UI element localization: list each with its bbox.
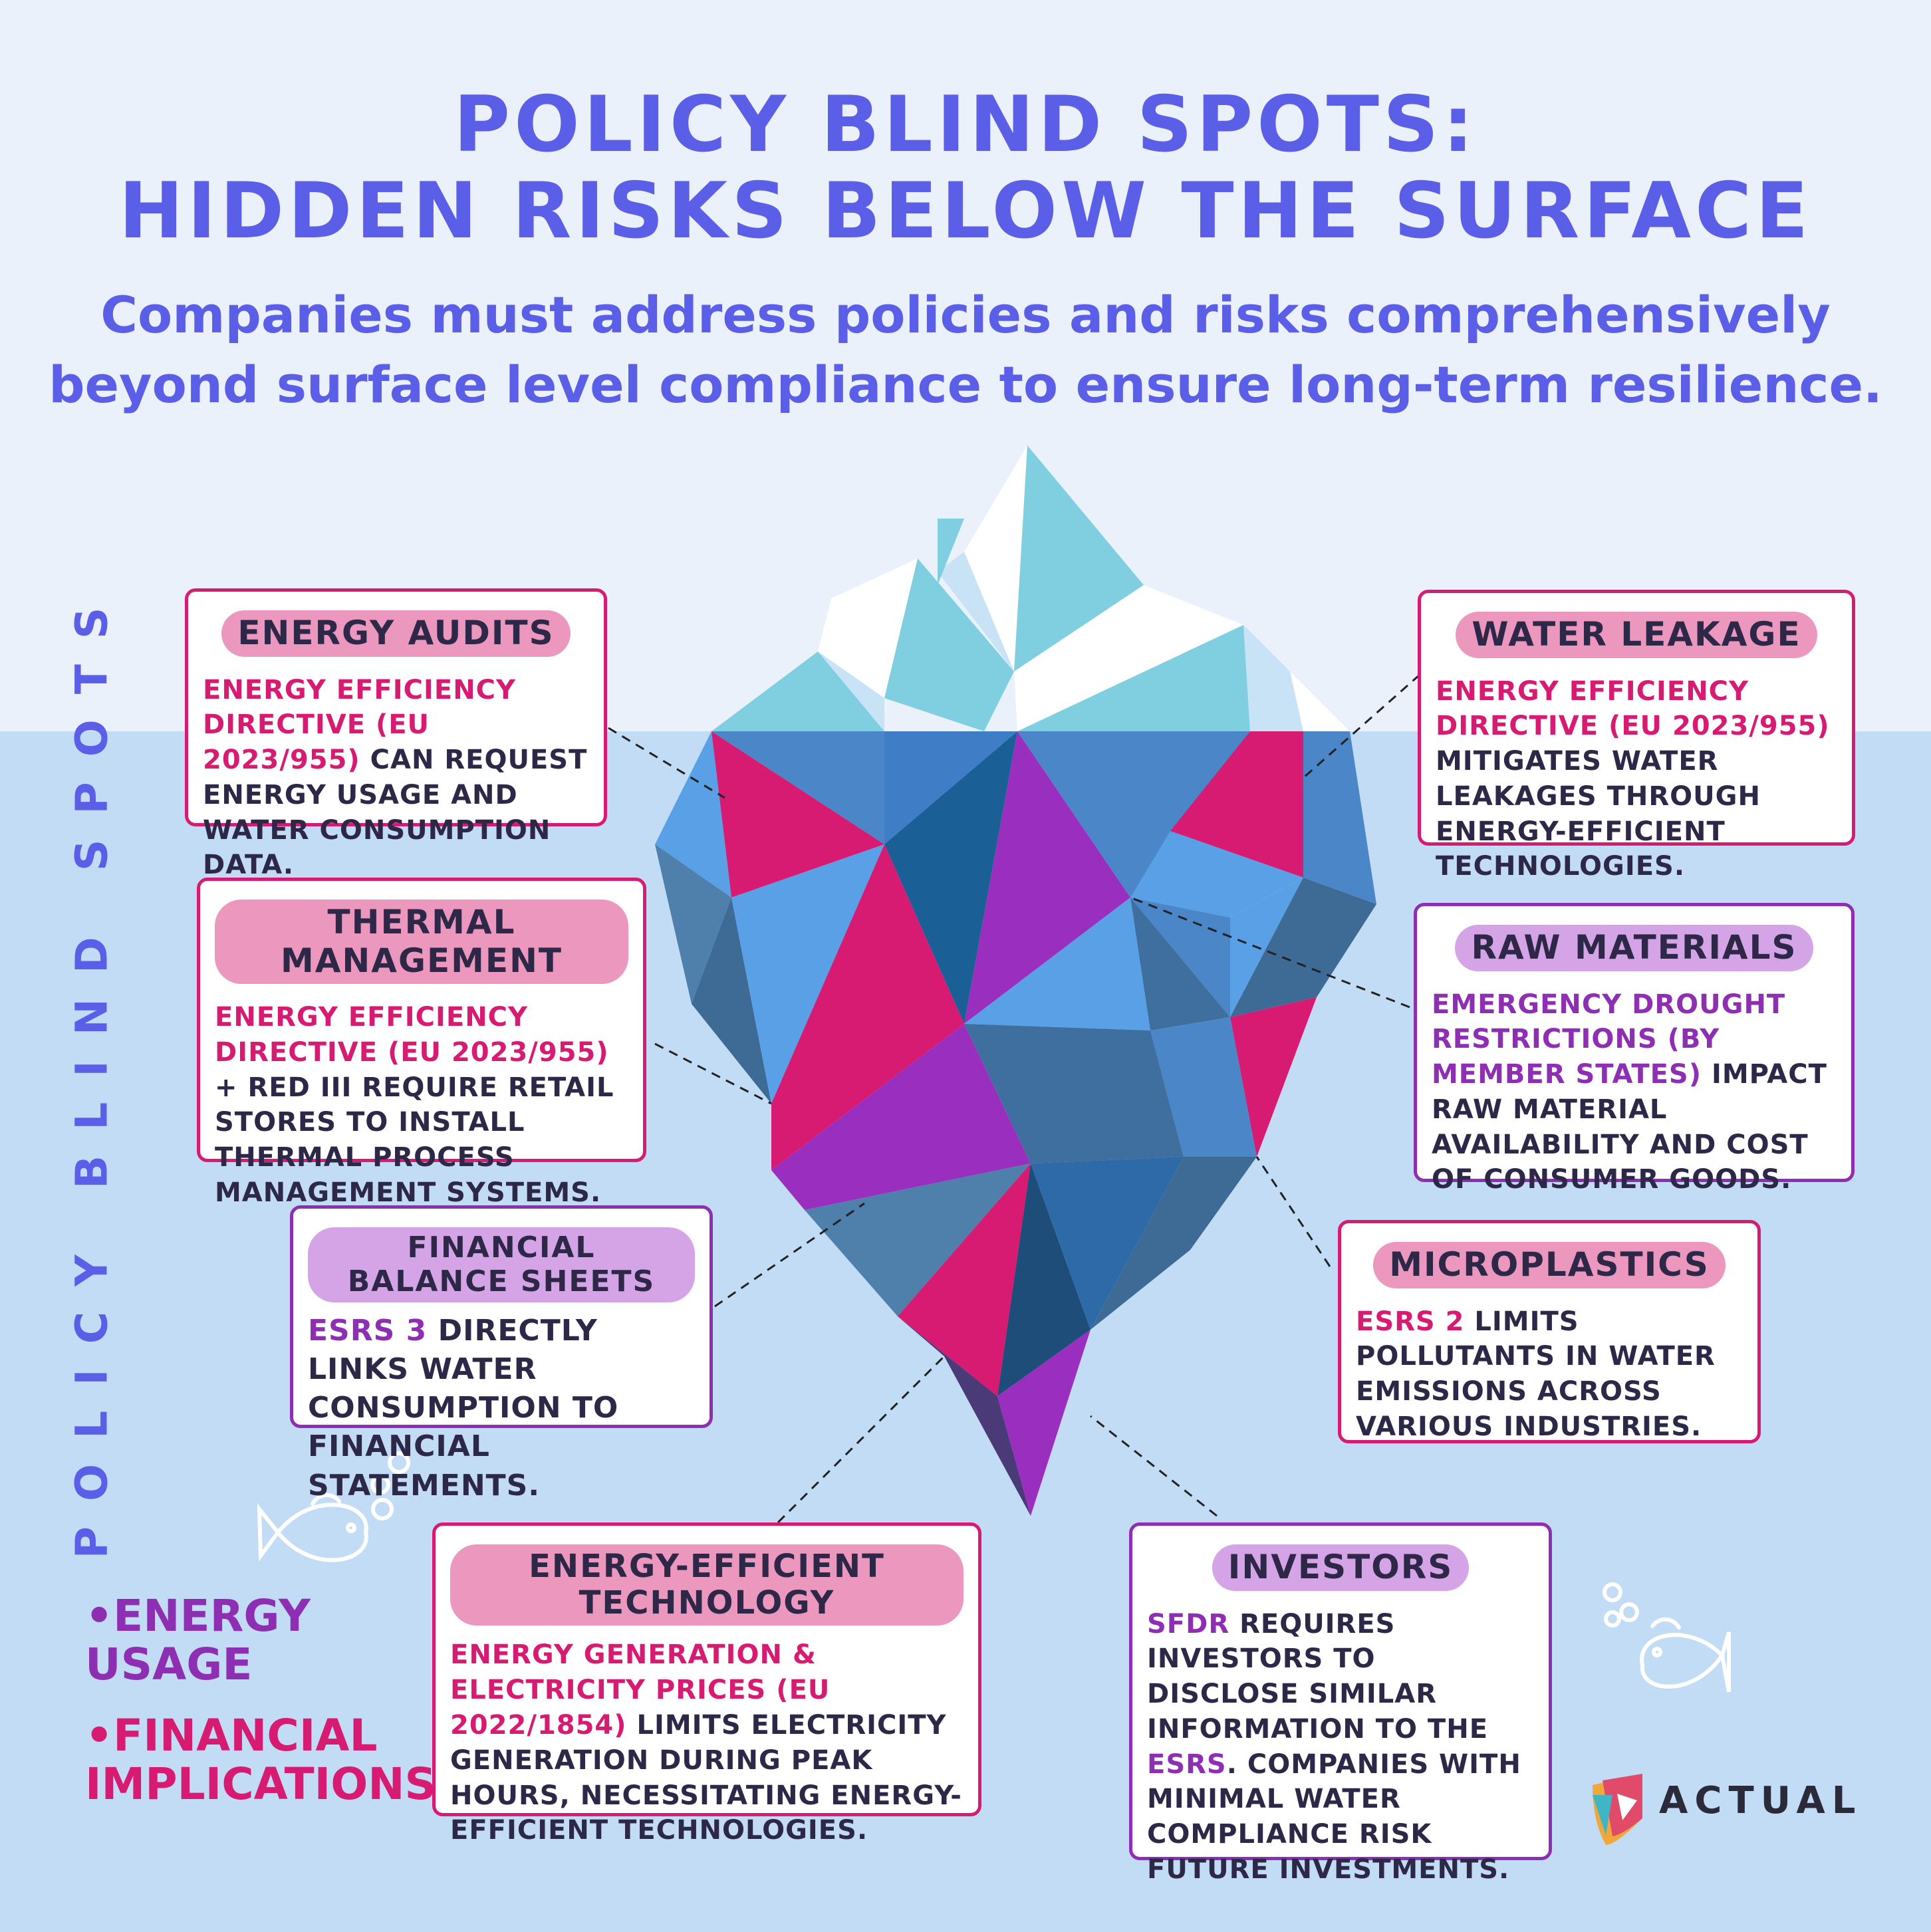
card-highlight: Energy Efficiency Directive (EU 2023/955… [215,1002,609,1068]
card-text: can request energy usage and water consu… [203,745,588,881]
card-thermal-management: Thermal Management Energy Efficiency Dir… [197,878,646,1208]
iceberg-facet [1130,898,1230,1030]
iceberg-facet [964,445,1027,671]
card-text: impact raw material availability and cos… [1432,1059,1827,1195]
card-body: Energy Generation & Electricity Prices (… [450,1637,964,1848]
fish-icon [257,1451,410,1562]
card-investors: Investors SFDR requires investors to dis… [1129,1522,1552,1885]
card-heading: Raw Materials [1455,925,1813,971]
card-heading: Thermal Management [215,900,628,984]
card-body: Emergency drought restrictions (by membe… [1432,987,1837,1198]
legend-financial-implications: •Financial implications [85,1710,437,1810]
card-energy-efficient-technology: Energy-Efficient Technology Energy Gener… [432,1522,981,1846]
iceberg-facet [1303,731,1376,904]
iceberg-facet [1130,831,1303,917]
title-line-1: Policy Blind Spots: [453,80,1478,170]
side-label: Policy Blind Spots [66,582,118,1559]
fish-icon [1603,1582,1731,1693]
iceberg-facet [1230,878,1376,1017]
iceberg-facet [655,844,731,1004]
card-body: Energy Efficiency Directive (EU 2023/955… [1436,674,1837,885]
card-heading: Microplastics [1373,1242,1726,1288]
iceberg-facet [655,731,731,898]
iceberg-facet [1170,731,1303,878]
iceberg-facet [964,898,1150,1030]
iceberg-facet [1014,585,1243,731]
legend-energy-usage: •Energy usage [85,1590,311,1690]
card-heading: Energy-Efficient Technology [450,1544,964,1626]
iceberg-facet [771,1024,1031,1210]
iceberg-facet [1014,445,1144,671]
logo-wordmark: ACTUAL [1659,1779,1863,1822]
iceberg-facet [692,898,771,1104]
card-highlight: Energy Efficiency Directive (EU 2023/955… [1436,675,1830,742]
card-microplastics: Microplastics ESRS 2 limits pollutants i… [1338,1220,1761,1443]
card-heading: Water Leakage [1456,612,1817,658]
card-heading: Investors [1212,1544,1470,1591]
card-highlight: SFDR [1147,1608,1230,1639]
card-body: ESRS 2 limits pollutants in water emissi… [1356,1304,1743,1445]
card-raw-materials: Raw Materials Emergency drought restrict… [1414,903,1855,1195]
card-energy-audits: Energy Audits Energy Efficiency Directiv… [185,588,607,880]
card-water-leakage: Water Leakage Energy Efficiency Directiv… [1418,590,1855,882]
iceberg-facet [997,1330,1091,1516]
card-highlight-2: ESRS [1147,1749,1227,1780]
card-text: + RED III require retail stores to insta… [215,1072,614,1208]
card-body: Energy Efficiency Directive (EU 2023/955… [203,673,589,884]
subtitle-line-2: beyond surface level compliance to ensur… [49,355,1882,414]
iceberg-facet [964,1024,1184,1163]
card-body: SFDR requires investors to disclose simi… [1147,1607,1534,1887]
card-financial-balance-sheets: Financial Balance Sheets ESRS 3 directly… [290,1205,713,1503]
card-text: requires investors to disclose similar i… [1147,1608,1489,1745]
card-text-2: . Companies with minimal water complianc… [1147,1749,1521,1885]
iceberg-facet [731,844,884,1104]
subtitle-line-1: Companies must address policies and risk… [100,285,1831,344]
iceberg-facet [1150,1017,1257,1157]
connector-lines [608,673,1420,1524]
card-text: limits electricity generation during pea… [450,1709,962,1846]
iceberg-facet [711,731,884,898]
iceberg-facet [805,1163,1031,1316]
iceberg-facet [938,552,1014,671]
title-line-2: Hidden Risks Below the Surface [118,166,1813,256]
card-highlight: Energy Generation & Electricity Prices (… [450,1639,831,1741]
iceberg-facet [884,558,1014,731]
iceberg-facet [898,1163,1031,1396]
iceberg-facet [997,1163,1091,1396]
card-highlight: Emergency drought restrictions (by membe… [1432,989,1786,1090]
iceberg-facet [1230,997,1317,1157]
iceberg-facet [1290,671,1350,731]
iceberg-facet [711,652,884,731]
actual-logo-icon [1593,1774,1642,1845]
iceberg-facet [771,844,964,1170]
card-text: mitigates water leakages through energy-… [1436,746,1761,882]
card-heading: Financial Balance Sheets [308,1227,695,1303]
iceberg-facet [1017,625,1250,731]
iceberg-facet [1130,898,1230,1017]
iceberg-facet [1091,1157,1257,1330]
iceberg-facet [1017,731,1250,898]
card-highlight: ESRS 3 [308,1314,428,1348]
card-body: Energy Efficiency Directive (EU 2023/955… [215,1000,628,1211]
card-body: ESRS 3 directly links water consumption … [308,1312,695,1505]
card-text: limits pollutants in water emissions acr… [1356,1306,1716,1442]
card-highlight: ESRS 2 [1356,1306,1465,1337]
iceberg-facet [1031,1157,1184,1330]
card-text: directly links water consumption to fina… [308,1314,619,1503]
iceberg-facet [964,731,1130,1024]
card-highlight: Energy Efficiency Directive (EU 2023/955… [203,674,516,776]
card-heading: Energy Audits [221,610,571,657]
iceberg-facet [1243,625,1303,731]
iceberg-facet [884,731,1017,1024]
iceberg-facet [711,731,884,844]
iceberg-facet [938,519,964,585]
